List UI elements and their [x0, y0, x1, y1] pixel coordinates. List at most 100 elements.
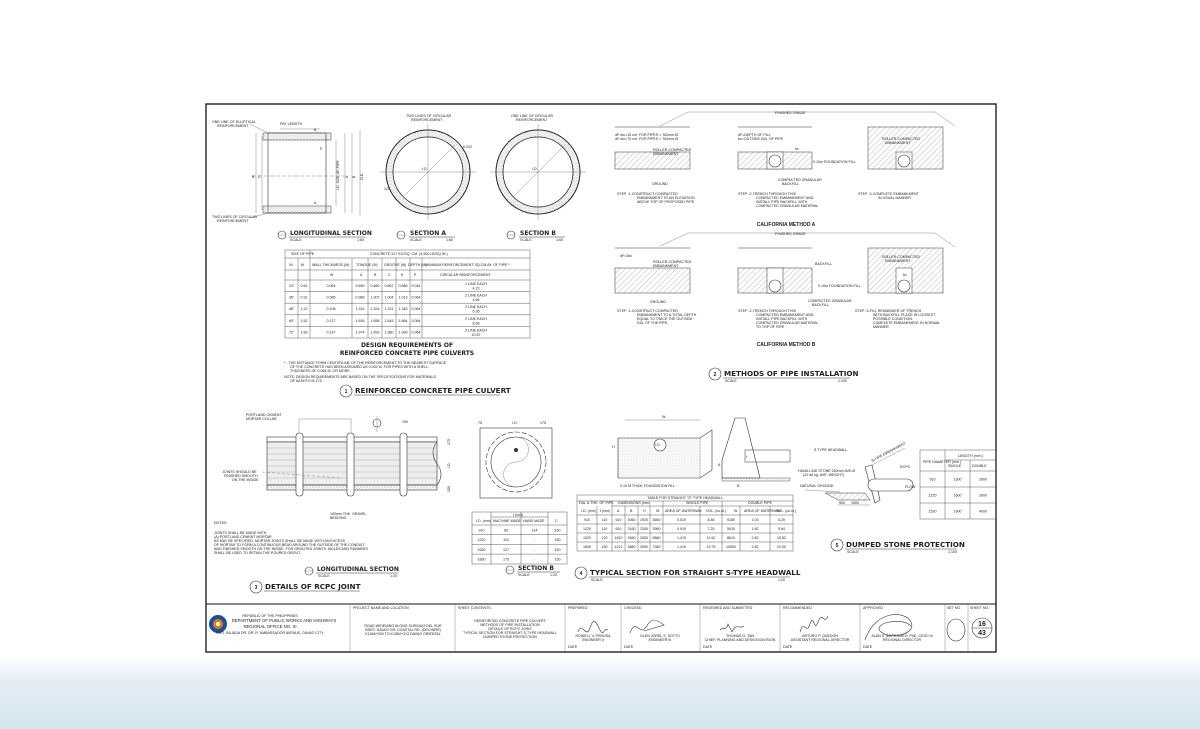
title-california-method-a: CALIFORNIA METHOD A [757, 222, 816, 228]
table-cell: 3590 [640, 545, 648, 549]
step-3-line: POSSIBLE CONDITION. [873, 317, 913, 321]
title-section-b: SECTION B [518, 565, 554, 572]
label-dim-b: B [352, 175, 356, 178]
header-e: E [401, 273, 404, 277]
scale-value: 1:60 [556, 238, 563, 242]
california-method-a: FINISHED GRADE dF=bc=15 cm. FOR PIPES < … [614, 111, 956, 228]
label-bedding: BEDDING [330, 516, 347, 520]
table-cell: 1610 [615, 536, 623, 540]
label-joints: JOINTS SHOULD BE [222, 470, 257, 474]
table-cell: 1.22 [301, 307, 308, 311]
label-bc-dim: bc [795, 147, 799, 151]
title-dumped-stone: DUMPED STONE PROTECTION [846, 540, 965, 549]
signature-checked [629, 619, 665, 634]
table-cell: 0.686 [399, 284, 408, 288]
table-cell: 15.52 [777, 536, 786, 540]
dim-id: I.D. [512, 421, 518, 425]
label-elliptical: ONE LINE OF ELLIPTICAL [212, 120, 256, 124]
label-foundation: 0.10m FOUNDATION FILL [818, 284, 861, 288]
header-dia: DIA. & THK. OF PIPE [579, 501, 614, 505]
office-address: BRG. BAJADA DR. DR. R. AMBASSADOR AVENUE… [216, 631, 324, 635]
label-foundation: 0.10m FOUNDATION FILL [813, 160, 856, 164]
notes-label: NOTES: [214, 521, 227, 525]
rcpc-longitudinal-section: ONE LINE OF ELLIPTICAL REINFORCEMENT PAY… [212, 120, 372, 242]
table-cell: 1.664 [399, 319, 408, 323]
table-cell: 0.91 [301, 296, 308, 300]
table-cell: 9.64 [778, 527, 785, 531]
table-cell: 114 [532, 529, 538, 533]
table-cell: 0.108 [327, 307, 336, 311]
scale-label: SCALE [725, 379, 737, 383]
table-cell: 1300 [954, 478, 962, 482]
step-1-line: DIA. OF THE PIPE. [637, 321, 668, 325]
note-line: JOINTS SHALL BE MADE WITH [214, 531, 267, 535]
label-id-size: I.D. SIZE OF PIPE [336, 160, 340, 190]
table-cell: 3060 [628, 518, 636, 522]
table-cell: 110 [602, 518, 608, 522]
label-cover-dim: 0.032 [463, 145, 472, 149]
table-cell: 8.86 [708, 518, 715, 522]
table-cell: 150 [555, 538, 561, 542]
date-label: DATE [863, 645, 873, 649]
dim-w: W [662, 415, 666, 419]
step-3-line: STEP -3-FILL REMAINDER OF TRENCH [855, 309, 922, 313]
detail-number: 1 [345, 389, 348, 395]
table-cell: 3160 [628, 527, 636, 531]
label-c: C [258, 175, 261, 179]
approved-title: REGIONAL DIRECTOR [883, 638, 922, 642]
label-embankment: EMBANKMENT [885, 259, 911, 263]
table-cell: 110 [503, 538, 509, 542]
table-cell: 1 LINE EACH [465, 282, 487, 286]
label-dim-a: A [345, 175, 349, 178]
table-cell: 11.62 [707, 536, 716, 540]
title-headwall: TYPICAL SECTION FOR STRAIGHT S-TYPE HEAD… [590, 568, 801, 577]
label-od: O.D. [360, 173, 364, 180]
table-cell: 0.086 [327, 296, 336, 300]
step-1-line: STEP -1-CONSTRUCT COMPACTED [617, 192, 678, 196]
dim-175: 175 [447, 439, 451, 445]
label-gravel: 100mm THK. GRAVEL [330, 512, 366, 516]
table-cell: 1.004 [385, 296, 394, 300]
table-cell: 24" [289, 284, 295, 288]
prepared-label: PREPARED [568, 606, 588, 610]
header-groove: GROOVE (M) [384, 263, 406, 267]
table-cell: 2 LINE EACH [465, 317, 487, 321]
header-id: I.D. (mm) [476, 519, 491, 523]
table-cell: 1.645 [385, 319, 394, 323]
date-label: DATE [703, 645, 713, 649]
date-label: DATE [568, 645, 578, 649]
table-cell: 60" [289, 319, 295, 323]
step-3-line: IN USUAL MANNER [878, 196, 911, 200]
table-cell: 150 [555, 529, 561, 533]
california-method-b: FINISHED GRADE dF=2bc ROLLER-COMPACTED E… [614, 232, 956, 348]
title-rcpc: REINFORCED CONCRETE PIPE CULVERT [355, 386, 511, 395]
header-single: SINGLE [948, 464, 962, 468]
date-label: DATE [783, 645, 793, 649]
label-bc: bc=OUTSIDE DIA. OF PIPE [738, 137, 784, 141]
checked-title: ENGINEER III [649, 638, 672, 642]
table-cell: 0.989 [356, 296, 365, 300]
step-2-line: COMPACTED EMBANKMENT AND [756, 313, 814, 317]
step-1-line: ABOVE TOP OF PROPOSED PIPE [637, 200, 695, 204]
table-cell: 0.667 [385, 284, 394, 288]
prepared-name: ROWELL V. PENOSA [575, 634, 611, 638]
note-star-2: OF THE CONCRETE HAS BEEN ASSUMED AS 0.03… [290, 365, 428, 369]
label-roller: ROLLER COMPACTED [882, 255, 920, 259]
table-cell: - [534, 558, 536, 562]
table-cell: 1.82 [752, 527, 759, 531]
dim-b: B [737, 484, 740, 488]
header-p: P [414, 273, 417, 277]
signature-prepared [577, 620, 609, 634]
sheet-total: 43 [978, 630, 986, 637]
label-elliptical-2: REINFORCEMENT [217, 124, 249, 128]
header-w2: W [734, 509, 738, 513]
table-cell: 120 [602, 536, 608, 540]
step-1-line: EQUAL TO TWICE THE OUTSIDE [637, 317, 693, 321]
table-cell: 2340 [640, 527, 648, 531]
scale-label: SCALE [847, 550, 859, 554]
table-cell: 1.013 [399, 296, 408, 300]
header-c: C [388, 273, 391, 277]
